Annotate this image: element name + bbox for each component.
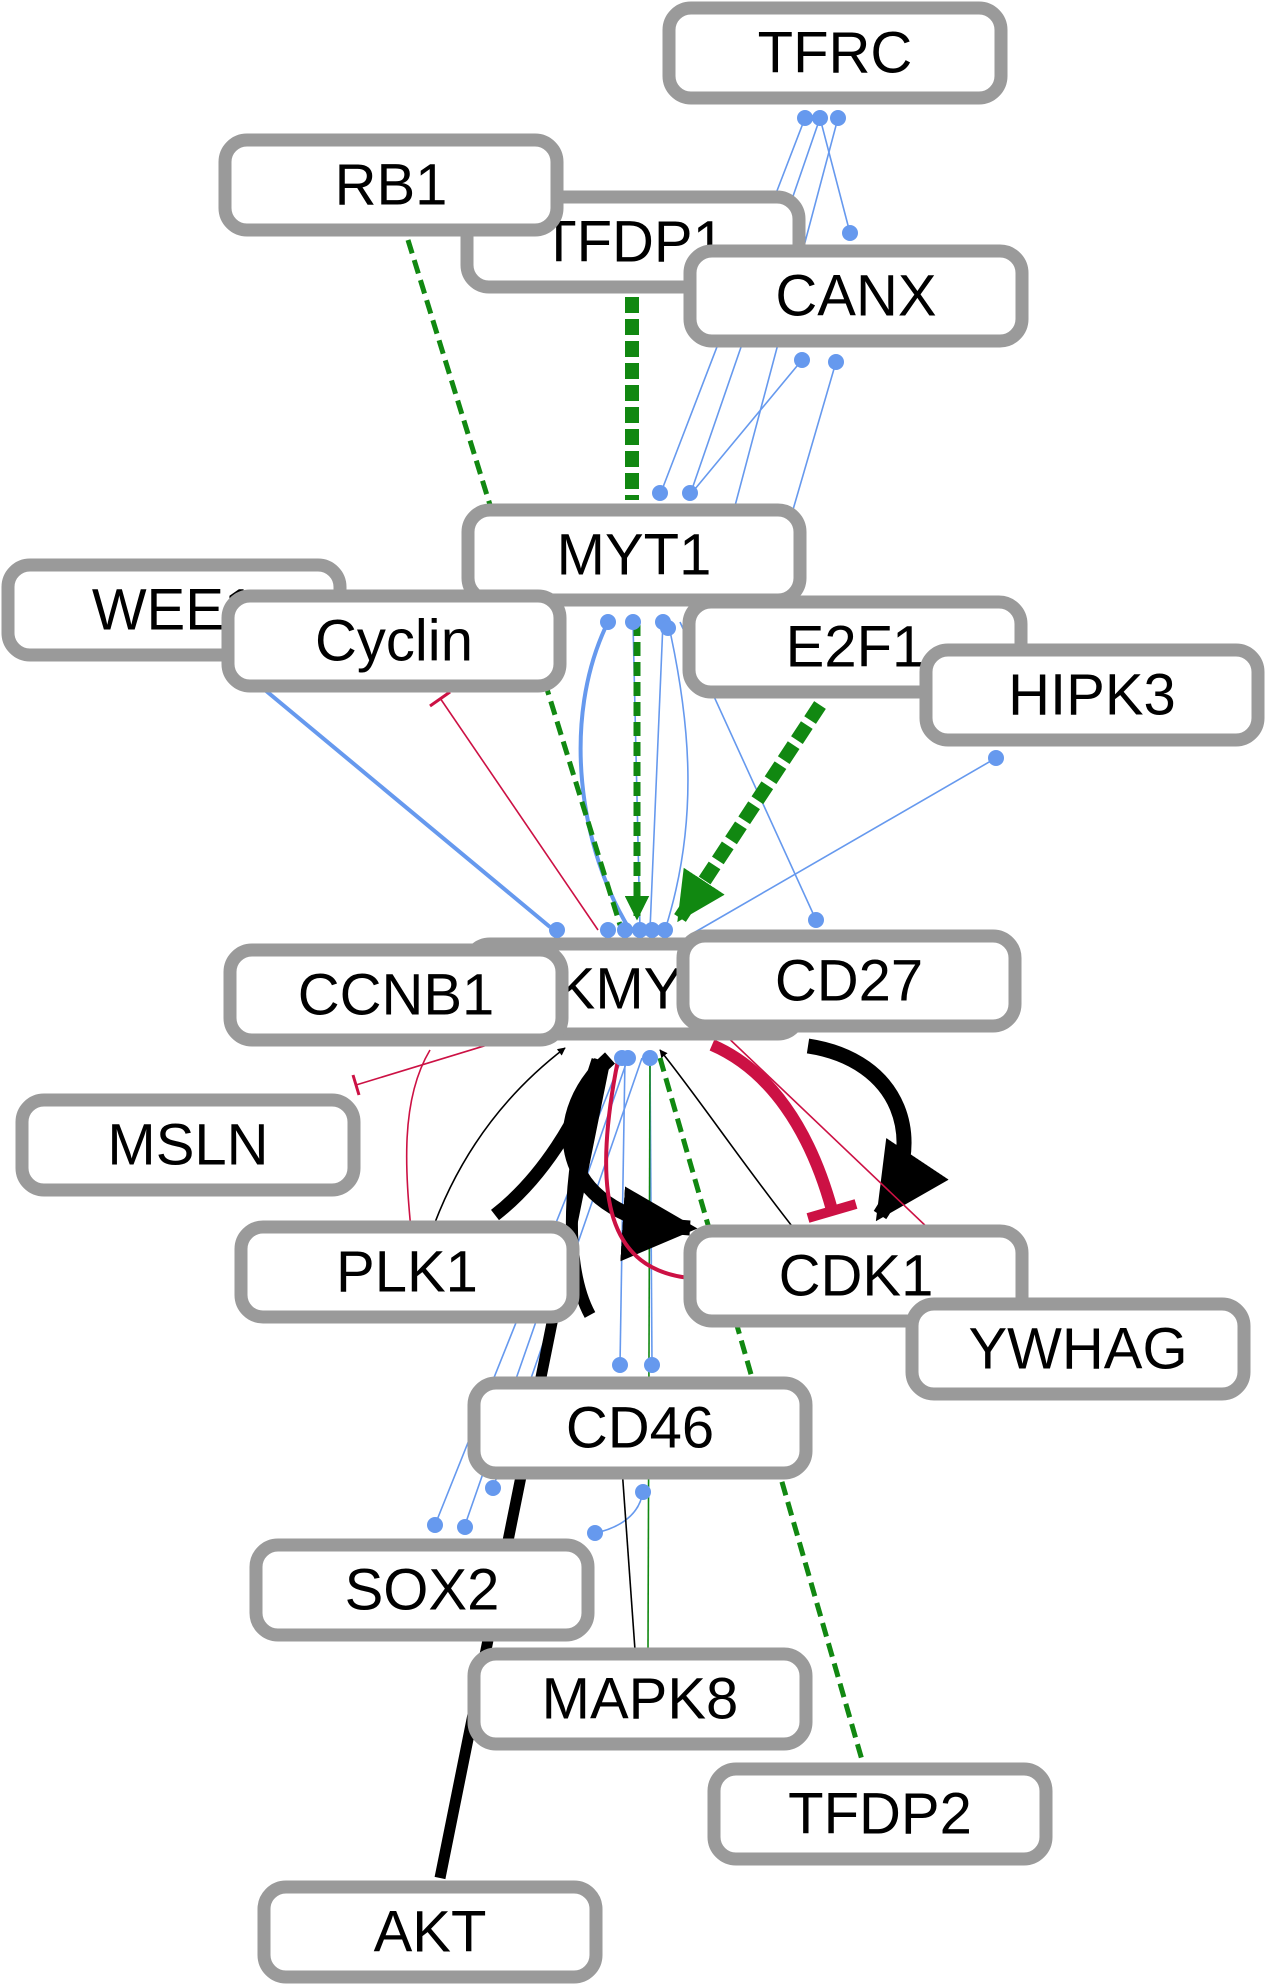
- node-tfrc[interactable]: TFRC: [662, 1, 1008, 105]
- dot: [642, 1050, 658, 1066]
- dot: [485, 1480, 501, 1496]
- dot: [549, 922, 565, 938]
- dot: [620, 1050, 636, 1066]
- dot: [644, 1357, 660, 1373]
- node-ccnb1-label: CCNB1: [298, 963, 495, 1028]
- dot: [842, 225, 858, 241]
- node-plk1[interactable]: PLK1: [234, 1220, 580, 1324]
- node-msln[interactable]: MSLN: [15, 1093, 361, 1197]
- node-tfdp2-label: TFDP2: [788, 1782, 972, 1847]
- node-myt1[interactable]: MYT1: [461, 503, 807, 607]
- edge-canx-pkmyt1: [789, 361, 837, 521]
- node-ywhag[interactable]: YWHAG: [905, 1297, 1251, 1401]
- edge-pkmyt1-mapk8: [647, 1057, 651, 1651]
- dot: [657, 922, 673, 938]
- dot: [600, 922, 616, 938]
- node-cd27[interactable]: CD27: [676, 929, 1022, 1033]
- edge-myt1-pkmyt1-c: [649, 621, 664, 931]
- node-akt[interactable]: AKT: [257, 1880, 603, 1984]
- node-plk1-label: PLK1: [336, 1240, 478, 1305]
- dot: [427, 1517, 443, 1533]
- dot: [625, 614, 641, 630]
- node-cdk1-label: CDK1: [779, 1244, 934, 1309]
- dot: [660, 620, 676, 636]
- node-rb1[interactable]: RB1: [218, 133, 564, 237]
- node-ywhag-label: YWHAG: [968, 1317, 1187, 1382]
- edge-cdk1-pkmyt1: [659, 1049, 796, 1231]
- node-msln-label: MSLN: [107, 1113, 268, 1178]
- node-myt1-label: MYT1: [557, 523, 712, 588]
- dot: [794, 352, 810, 368]
- dot: [457, 1519, 473, 1535]
- node-tfrc-label: TFRC: [758, 21, 913, 86]
- edge-canx-myt1: [689, 359, 803, 496]
- edge-pkmyt1-cdk1-bar: [806, 1199, 858, 1223]
- node-hipk3-label: HIPK3: [1008, 663, 1176, 728]
- node-sox2-label: SOX2: [345, 1558, 500, 1623]
- node-cd27-label: CD27: [775, 949, 923, 1014]
- edge-myt1-pkmyt1-a: [578, 621, 632, 932]
- node-cd46-label: CD46: [566, 1396, 714, 1461]
- node-akt-label: AKT: [374, 1900, 487, 1965]
- dot: [797, 110, 813, 126]
- node-cyclin-label: Cyclin: [315, 609, 473, 674]
- dot: [612, 1357, 628, 1373]
- node-canx[interactable]: CANX: [683, 244, 1029, 348]
- dot: [828, 354, 844, 370]
- node-sox2[interactable]: SOX2: [249, 1538, 595, 1642]
- edge-pkmyt1-cyclin: [439, 697, 599, 931]
- dot: [644, 922, 660, 938]
- node-tfdp2[interactable]: TFDP2: [707, 1762, 1053, 1866]
- dot: [808, 912, 824, 928]
- edge-e2f1-pkmyt1: [674, 701, 826, 923]
- edge-cdk1-pkmyt1-inhib: [604, 1059, 691, 1280]
- dot: [652, 485, 668, 501]
- dot: [830, 110, 846, 126]
- edge-cyclin-pkmyt1: [263, 688, 552, 929]
- edge-myt1-pkmyt1-d: [664, 621, 689, 931]
- node-hipk3[interactable]: HIPK3: [919, 643, 1265, 747]
- edge-cd27-cdk1: [806, 1038, 949, 1222]
- node-canx-label: CANX: [775, 264, 936, 329]
- node-cyclin[interactable]: Cyclin: [221, 589, 567, 693]
- dot: [988, 750, 1004, 766]
- edge-pkmyt1-cdk1-inhib: [709, 1039, 838, 1212]
- dot: [587, 1525, 603, 1541]
- edge-pkmyt1-msln-bar: [351, 1074, 361, 1096]
- dot: [812, 110, 828, 126]
- node-rb1-label: RB1: [335, 153, 448, 218]
- node-mapk8-label: MAPK8: [542, 1667, 739, 1732]
- edge-hipk3-pkmyt1: [689, 757, 997, 936]
- node-ccnb1[interactable]: CCNB1: [223, 943, 569, 1047]
- node-e2f1-label: E2F1: [786, 615, 925, 680]
- edge-plk1-pkmyt1-b: [429, 1047, 566, 1237]
- dot: [635, 1484, 651, 1500]
- dot: [682, 485, 698, 501]
- dot: [632, 922, 648, 938]
- edge-tfrc-canx: [819, 117, 851, 234]
- node-cd46[interactable]: CD46: [467, 1376, 813, 1480]
- edge-pkmyt1-cyclin-bar: [429, 690, 451, 708]
- dot: [600, 614, 616, 630]
- edge-pkmyt1-plk1-inhib: [405, 1049, 431, 1241]
- edge-cd46-sox2: [594, 1489, 644, 1534]
- node-mapk8[interactable]: MAPK8: [467, 1647, 813, 1751]
- edge-pkmyt1-ywhag: [719, 1029, 931, 1231]
- dot: [617, 922, 633, 938]
- binding-endpoint-dots: [427, 110, 1004, 1541]
